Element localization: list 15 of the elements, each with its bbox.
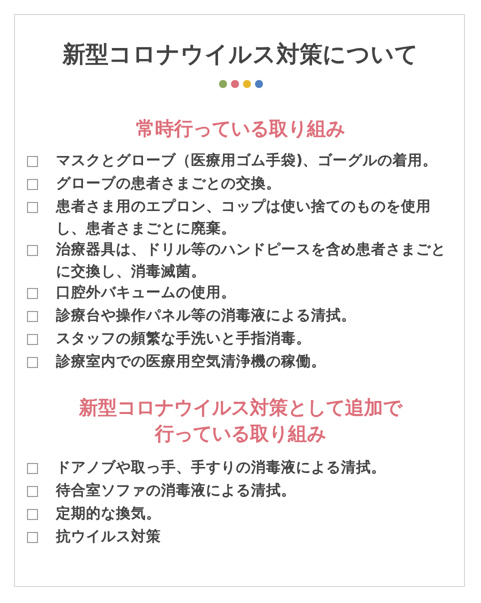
- list-item: 治療器具は、ドリル等のハンドピースを含め患者さまごとに交換し、消毒滅菌。: [56, 240, 447, 282]
- list-item: グローブの患者さまごとの交換。: [56, 174, 282, 194]
- list-item: 診療台や操作パネル等の消毒液による清拭。: [56, 306, 357, 326]
- list-item: 定期的な換気。: [56, 504, 162, 524]
- list-item: 患者さま用のエプロン、コップは使い捨てのものを使用し、患者さまごとに廃棄。: [56, 197, 432, 239]
- title: 新型コロナウイルス対策について: [62, 41, 418, 70]
- list-item: スタッフの頻繁な手洗いと手指消毒。: [56, 329, 312, 349]
- list-item: ドアノブや取っ手、手すりの消毒液による清拭。: [56, 458, 387, 478]
- list-item: 待合室ソファの消毒液による清拭。: [56, 481, 297, 501]
- list-item: マスクとグローブ（医療用ゴム手袋)、ゴーグルの着用。: [56, 151, 439, 171]
- section-heading: 常時行っている取り組み: [135, 117, 346, 142]
- list-item: 抗ウイルス対策: [56, 527, 162, 547]
- list-item: 診療室内での医療用空気清浄機の稼働。: [56, 352, 327, 372]
- section-heading: 新型コロナウイルス対策として追加で行っている取り組み: [78, 396, 404, 447]
- list-item: 口腔外バキュームの使用。: [56, 283, 237, 303]
